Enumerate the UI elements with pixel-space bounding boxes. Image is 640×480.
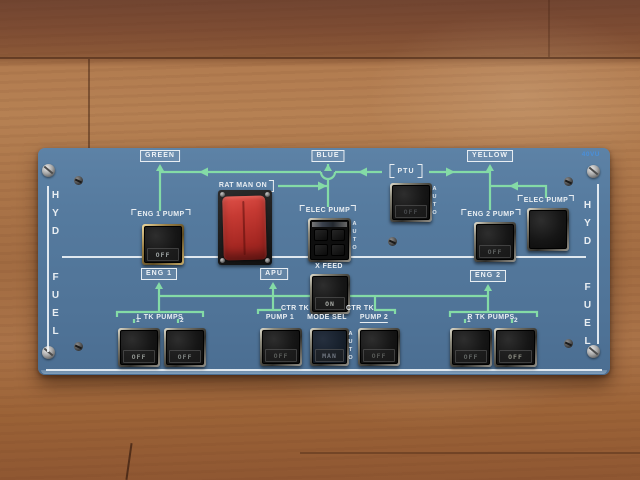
panel-screw: [564, 339, 573, 348]
guard-screw: [220, 258, 225, 263]
bracket-left: [389, 164, 395, 178]
yellow-elec-pump-button[interactable]: [527, 208, 569, 251]
hyd-fuel-panel: 40VU HYD FUEL HYD FUEL: [38, 148, 610, 375]
ltk-pump1-button[interactable]: OFF: [118, 328, 160, 367]
guard-screw: [265, 192, 270, 197]
mode-sel-label: MODE SEL: [307, 314, 347, 321]
panel-id-tag: 40VU: [581, 151, 600, 158]
ltk-pump2-button[interactable]: OFF: [164, 328, 206, 367]
fuel-apu-label: APU: [260, 268, 288, 280]
bottom-trim-line: [46, 369, 602, 371]
right-edge-line: [597, 184, 599, 344]
rtk-pump2-number: 2: [514, 317, 518, 324]
eng1-pump-button[interactable]: OFF: [142, 224, 184, 265]
fuel-title-left: FUEL: [50, 272, 61, 344]
plank-seam: [548, 0, 550, 57]
ltk-pump1-number: 1: [136, 317, 140, 324]
corner-screw: [587, 165, 600, 178]
eng2-pump-label: ENG 2 PUMP: [461, 209, 521, 218]
plank-seam: [0, 57, 640, 59]
eng2-pump-button[interactable]: OFF: [474, 222, 516, 262]
panel-screw: [74, 176, 83, 185]
mode-sel-auto-label: AUTO: [347, 331, 354, 363]
blue-system-label: BLUE: [311, 150, 345, 162]
xfeed-label: X FEED: [315, 263, 343, 270]
fuel-eng2-label: ENG 2: [469, 270, 507, 282]
yellow-elec-pump-label: ELEC PUMP: [517, 195, 575, 204]
eng1-pump-label: ENG 1 PUMP: [131, 209, 191, 218]
ctr-tk-group1-label: CTR TK: [280, 305, 310, 312]
ctr-tk-group2-label: CTR TK: [345, 305, 375, 312]
ctr-tk-pump2-label: PUMP 2: [359, 314, 389, 323]
rat-man-on-guard[interactable]: [222, 195, 267, 261]
fuel-eng1-label: ENG 1: [140, 268, 178, 280]
ltk-pumps-label: L TK PUMPS: [136, 314, 184, 321]
ctr-tk-pump1-button[interactable]: OFF: [260, 328, 302, 366]
rat-man-on-label: RAT MAN ON: [218, 180, 275, 192]
plank-seam: [300, 452, 640, 454]
bracket-right: [417, 164, 423, 178]
rtk-pump1-button[interactable]: OFF: [450, 328, 492, 367]
blue-elec-pump-label: ELEC PUMP: [299, 205, 357, 214]
yellow-system-label: YELLOW: [467, 150, 513, 162]
hyd-title-right: HYD: [582, 200, 593, 254]
ltk-pump2-number: 2: [180, 317, 184, 324]
fuel-title-right: FUEL: [582, 282, 593, 354]
corner-screw: [42, 164, 55, 177]
rtk-pump1-number: 1: [467, 317, 471, 324]
quad-cells: [314, 229, 345, 256]
ctr-tk-pump1-label: PUMP 1: [265, 314, 295, 321]
panel-screw: [564, 177, 573, 186]
rtk-pump2-button[interactable]: OFF: [494, 328, 537, 367]
rat-man-on-switch-base: [218, 190, 272, 265]
corner-screw: [587, 345, 600, 358]
panel-screw: [74, 342, 83, 351]
blue-elec-pump-button[interactable]: [308, 218, 351, 262]
plank-seam: [88, 59, 90, 149]
ptu-label: PTU: [389, 164, 423, 178]
blue-elec-auto-label: AUTO: [351, 221, 358, 253]
left-edge-line: [47, 186, 49, 352]
panel-screw: [388, 237, 397, 246]
xfeed-button[interactable]: ON: [310, 274, 350, 314]
corner-screw: [42, 346, 55, 359]
mode-sel-button[interactable]: MAN: [310, 328, 349, 366]
ptu-auto-label: AUTO: [431, 186, 438, 218]
hyd-title-left: HYD: [50, 190, 61, 244]
rtk-pumps-label: R TK PUMPS: [467, 314, 515, 321]
ctr-tk-pump2-button[interactable]: OFF: [358, 328, 400, 366]
guard-screw: [220, 192, 225, 197]
guard-screw: [265, 258, 270, 263]
guard-bar: [312, 222, 347, 227]
ptu-button[interactable]: OFF: [390, 183, 432, 222]
green-system-label: GREEN: [140, 150, 180, 162]
